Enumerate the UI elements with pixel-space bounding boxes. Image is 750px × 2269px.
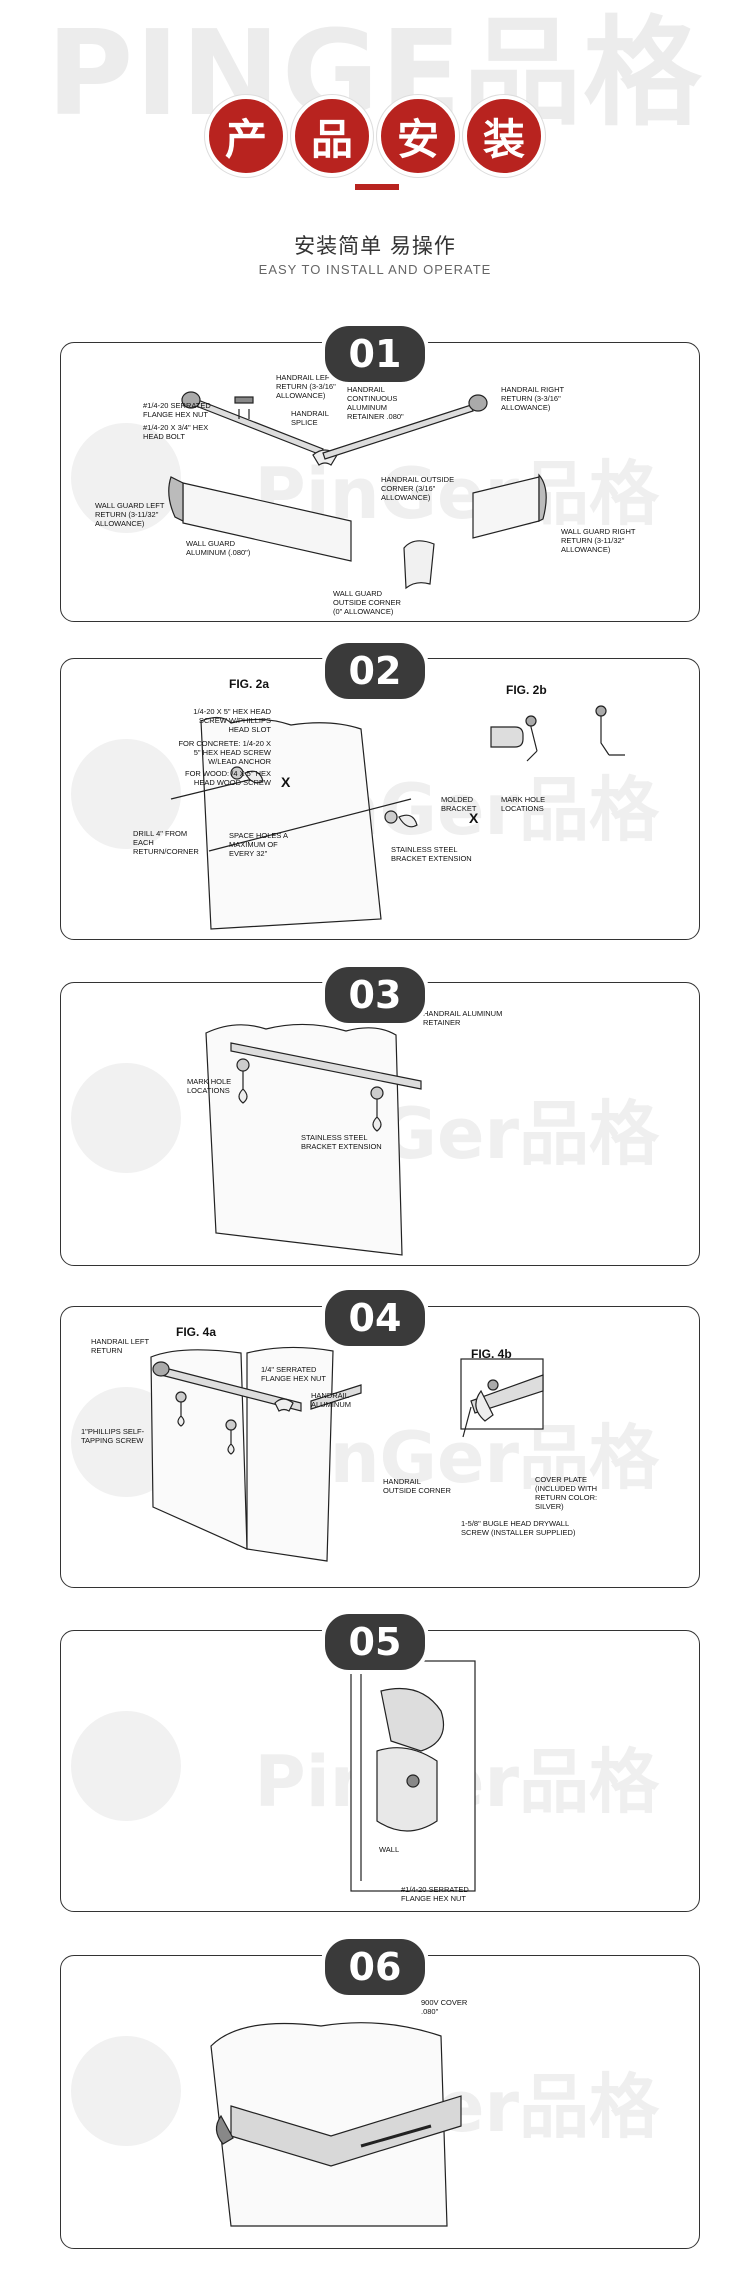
label-wg-right-return: WALL GUARD RIGHT RETURN (3-11/32" ALLOWA… [561, 527, 636, 554]
label-left-return: HANDRAIL LEFT RETURN [91, 1337, 149, 1355]
brand-watermark: PINGE品格 [46, 4, 704, 142]
label-wg-outside-corner: WALL GUARD OUTSIDE CORNER (0" ALLOWANCE) [333, 589, 401, 616]
label-cover: 900V COVER .080" [421, 1998, 468, 2016]
label-wg-aluminum: WALL GUARD ALUMINUM (.080") [186, 539, 251, 557]
cross-section-drawing [350, 1660, 476, 1892]
subtitle-chinese: 安装简单 易操作 [294, 234, 456, 258]
title-char: 品 [291, 95, 373, 177]
figure-label: FIG. 4b [471, 1347, 512, 1361]
label-wood: FOR WOOD: /4 x 5" HEX HEAD WOOD SCREW [184, 769, 271, 787]
label-space: SPACE HOLES A MAXIMUM OF EVERY 32" [229, 831, 288, 858]
label-screw: 1/4-20 x 5" HEX HEAD SCREW W/PHILLIPS HE… [193, 707, 271, 734]
logo-watermark [71, 2036, 181, 2146]
figure-label: FIG. 2b [506, 683, 547, 697]
figure-label: FIG. 2a [229, 677, 270, 691]
title-char: 装 [463, 95, 545, 177]
step-04-panel: PinGer品格 FIG. 4a FIG. 4b HANDRAIL LEFT R… [60, 1306, 700, 1588]
finished-install-drawing [210, 2022, 462, 2227]
logo-watermark [71, 1711, 181, 1821]
step-number-badge: 05 [321, 1610, 429, 1674]
subtitle-english: EASY TO INSTALL AND OPERATE [258, 262, 492, 277]
bracket-mounting-drawing: X X [170, 705, 625, 930]
title-char: 安 [377, 95, 459, 177]
label-concrete: FOR CONCRETE: 1/4-20 x 5" HEX HEAD SCREW… [178, 739, 271, 766]
figure-label: FIG. 4a [176, 1325, 217, 1339]
label-right-return: HANDRAIL RIGHT RETURN (3-3/16" ALLOWANCE… [501, 385, 564, 412]
label-mark: MARK HOLE LOCATIONS [501, 795, 546, 813]
step-06-panel: PinGer品格 900V COVER .080" [60, 1955, 700, 2249]
logo-watermark [71, 423, 181, 533]
label-cover-plate: COVER PLATE (included with return Color:… [535, 1475, 598, 1511]
label-aluminum: HANDRAIL ALUMINUM [311, 1391, 352, 1409]
label-extension: STAINLESS STEEL BRACKET EXTENSION [391, 845, 472, 863]
label-hex-bolt: #1/4-20 X 3/4" HEX HEAD BOLT [143, 423, 209, 441]
label-hex-nut: #1/4-20 SERRATED FLANGE HEX NUT [401, 1885, 469, 1903]
label-drill: DRILL 4" FROM EACH RETURN/CORNER [133, 829, 199, 856]
svg-text:X: X [281, 774, 291, 790]
exploded-parts-drawing [168, 391, 547, 590]
label-wg-left-return: WALL GUARD LEFT RETURN (3-11/32" ALLOWAN… [95, 501, 165, 528]
label-left-return: HANDRAIL LEFT RETURN (3-3/16" ALLOWANCE) [276, 373, 336, 400]
label-bugle-screw: 1-5/8" BUGLE HEAD DRYWALL SCREW (INSTALL… [461, 1519, 576, 1537]
step-05-panel: PinGer品格 WALL #1/4-20 SERRATED FLANGE HE… [60, 1630, 700, 1912]
title-underline [355, 184, 399, 190]
section-title: 产 品 安 装 [0, 95, 750, 177]
label-hex-nut: #1/4-20 SERRATED FLANGE HEX NUT [143, 401, 211, 419]
step-number-badge: 04 [321, 1286, 429, 1350]
step-02-panel: PinGer品格 X X FIG. 2a FIG. 2b 1/4-20 x 5"… [60, 658, 700, 940]
step-number-badge: 01 [321, 322, 429, 386]
title-char: 产 [205, 95, 287, 177]
logo-watermark [71, 1063, 181, 1173]
step-01-panel: PinGer品格 HANDRAIL LEFT RETURN (3-3/16" A… [60, 342, 700, 622]
step-number-badge: 03 [321, 963, 429, 1027]
step-number-badge: 06 [321, 1935, 429, 1999]
label-phillips: 1"PHILLIPS SELF-TAPPING SCREW [81, 1427, 145, 1445]
label-wall: WALL [379, 1845, 400, 1854]
label-mark: MARK HOLE LOCATIONS [187, 1077, 232, 1095]
label-molded: MOLDED BRACKET [441, 795, 477, 813]
label-extension: STAINLESS STEEL BRACKET EXTENSION [301, 1133, 382, 1151]
label-retainer: HANDRAIL CONTINUOUS ALUMINUM RETAINER .0… [347, 385, 404, 421]
step-03-panel: PinGer品格 HANDRAIL ALUMINUM RETAINER MARK… [60, 982, 700, 1266]
label-hex-nut: 1/4" SERRATED FLANGE HEX NUT [261, 1365, 327, 1383]
step-number-badge: 02 [321, 639, 429, 703]
label-outside-corner: HANDRAIL OUTSIDE CORNER [383, 1477, 451, 1495]
label-outside-corner: HANDRAIL OUTSIDE CORNER (3/16" ALLOWANCE… [381, 475, 455, 502]
svg-text:X: X [469, 810, 479, 826]
label-splice: HANDRAIL SPLICE [291, 409, 329, 427]
handrail-assembly-drawing [150, 1346, 544, 1562]
label-retainer: HANDRAIL ALUMINUM RETAINER [423, 1009, 503, 1027]
logo-watermark [71, 739, 181, 849]
retainer-mounting-drawing [205, 1023, 422, 1256]
